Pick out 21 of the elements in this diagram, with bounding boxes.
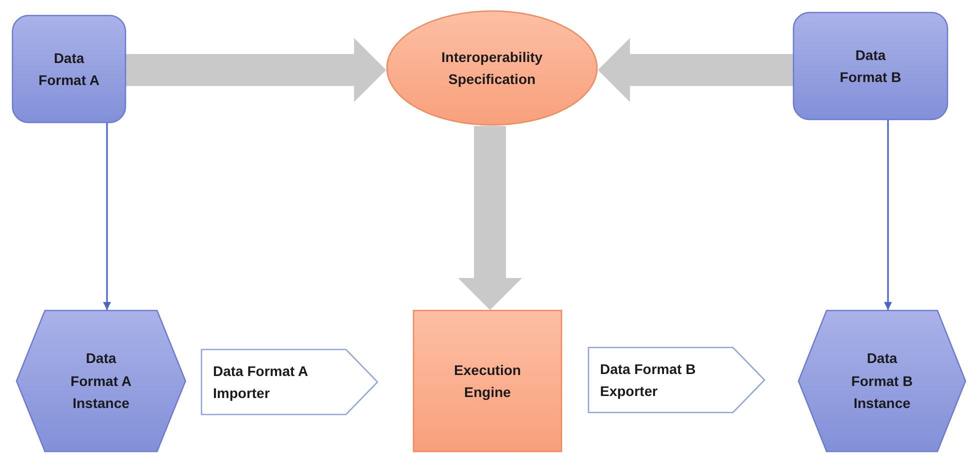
instance-hexagon: [16, 310, 186, 452]
data-format-box: [12, 15, 126, 123]
arrow: [884, 120, 892, 310]
exporter-pentagon: [588, 347, 765, 413]
node-label: Data Format A Instance: [70, 349, 132, 414]
node-label: Data Format A Importer: [213, 362, 309, 403]
engine-box: [413, 310, 562, 452]
node-label: Data Format B: [838, 46, 902, 87]
block-arrow: [126, 38, 386, 102]
specification-ellipse: [386, 10, 598, 126]
node-label: Interoperability Specification: [440, 48, 544, 89]
node-label: Execution Engine: [453, 360, 522, 402]
node-label: Data Format B Exporter: [600, 360, 697, 401]
importer-pentagon: [201, 349, 378, 415]
block-arrow: [458, 126, 522, 310]
node-label: Data Format A: [38, 48, 100, 90]
data-format-box: [793, 12, 948, 120]
arrow: [103, 123, 111, 310]
node-label: Data Format B Instance: [850, 349, 914, 414]
instance-hexagon: [798, 310, 966, 452]
block-arrow: [598, 38, 793, 102]
